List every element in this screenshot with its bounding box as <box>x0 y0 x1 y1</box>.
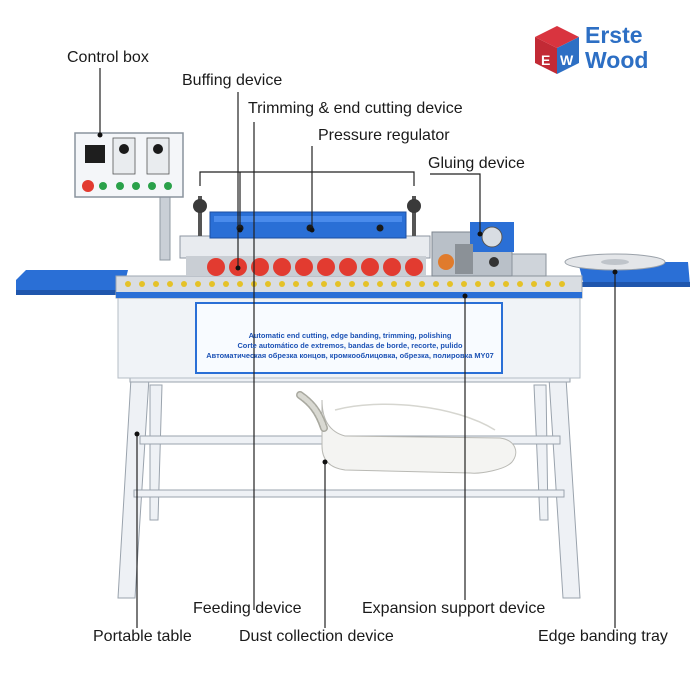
dust-collection-bag <box>296 391 517 474</box>
erste-wood-logo: E W Erste Wood <box>533 24 673 76</box>
callout-line-gluing <box>430 173 481 232</box>
label-dust-collection: Dust collection device <box>239 628 394 645</box>
label-pressure-regulator: Pressure regulator <box>318 127 450 144</box>
gluing-unit <box>431 222 547 277</box>
logo-letter-e: E <box>541 52 550 68</box>
logo-letter-w: W <box>560 52 574 68</box>
label-buffing-device: Buffing device <box>182 72 283 89</box>
logo-text-line1: Erste <box>585 22 643 48</box>
label-trimming-device: Trimming & end cutting device <box>248 100 463 117</box>
callout-lines <box>99 68 616 628</box>
portable-table-stand <box>117 371 581 599</box>
control-box <box>74 132 184 261</box>
machine-body <box>16 262 690 379</box>
edge-banding-tray <box>564 253 666 271</box>
logo-text-line2: Wood <box>585 47 649 73</box>
label-control-box: Control box <box>67 49 149 66</box>
panel-text-ru: Автоматическая обрезка концов, кромкообл… <box>206 351 494 360</box>
label-edge-banding-tray: Edge banding tray <box>538 628 668 645</box>
label-gluing-device: Gluing device <box>428 155 525 172</box>
logo-cube-icon: E W <box>535 26 579 74</box>
feeding-rollers <box>125 281 565 287</box>
panel-text-en: Automatic end cutting, edge banding, tri… <box>248 331 452 340</box>
label-portable-table: Portable table <box>93 628 192 645</box>
panel-text-es: Corte automático de extremos, bandas de … <box>237 341 463 350</box>
label-expansion-support: Expansion support device <box>362 600 546 617</box>
pressure-rollers <box>186 256 426 276</box>
label-feeding-device: Feeding device <box>193 600 302 617</box>
callout-dots <box>97 132 618 465</box>
pressure-beam <box>179 196 431 259</box>
